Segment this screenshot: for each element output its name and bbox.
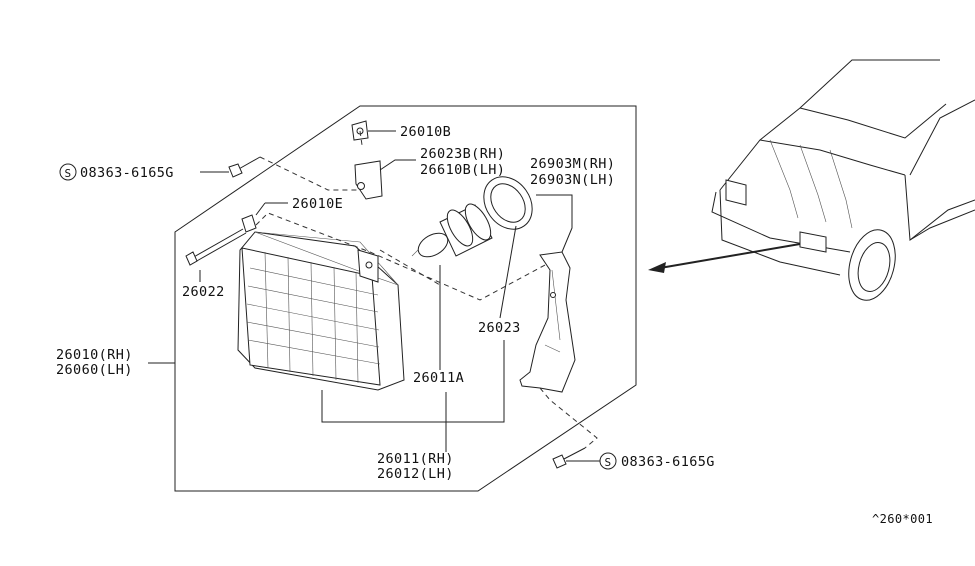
svg-text:S: S <box>604 456 611 469</box>
label-26023: 26023 <box>478 320 521 336</box>
label-26011-rh: 26011(RH) <box>377 451 454 467</box>
label-bolt-top: 08363-6165G <box>80 165 174 181</box>
s-symbol-bottom: S <box>599 452 617 470</box>
label-26010e: 26010E <box>292 196 343 212</box>
label-26903n-lh: 26903N(LH) <box>530 172 615 188</box>
screw-26022 <box>185 228 247 266</box>
label-26010-rh: 26010(RH) <box>56 347 133 363</box>
bracket-26023b <box>354 160 383 200</box>
label-26610b-lh: 26610B(LH) <box>420 162 505 178</box>
label-bolt-bottom: 08363-6165G <box>621 454 715 470</box>
leader-lines <box>148 130 600 462</box>
label-26011a: 26011A <box>413 370 464 386</box>
clip-26010e <box>241 214 257 233</box>
svg-text:S: S <box>64 167 71 180</box>
label-26022: 26022 <box>182 284 225 300</box>
label-26010b: 26010B <box>400 124 451 140</box>
label-26012-lh: 26012(LH) <box>377 466 454 482</box>
assembly-frame <box>174 105 637 492</box>
headlamp-housing <box>237 231 405 391</box>
label-26903m-rh: 26903M(RH) <box>530 156 615 172</box>
label-26060-lh: 26060(LH) <box>56 362 133 378</box>
bolt-top <box>228 156 261 178</box>
callout-arrow <box>648 243 801 273</box>
bracket-26903m <box>519 251 576 393</box>
vehicle-overview <box>711 59 975 301</box>
bulb-26011a <box>411 203 493 258</box>
s-symbol-top: S <box>59 163 77 181</box>
bolt-bottom <box>552 447 586 469</box>
label-26023b-rh: 26023B(RH) <box>420 146 505 162</box>
ring-26023 <box>483 176 533 230</box>
clip-26010b <box>351 120 369 141</box>
footer-code: ^260*001 <box>872 512 933 526</box>
